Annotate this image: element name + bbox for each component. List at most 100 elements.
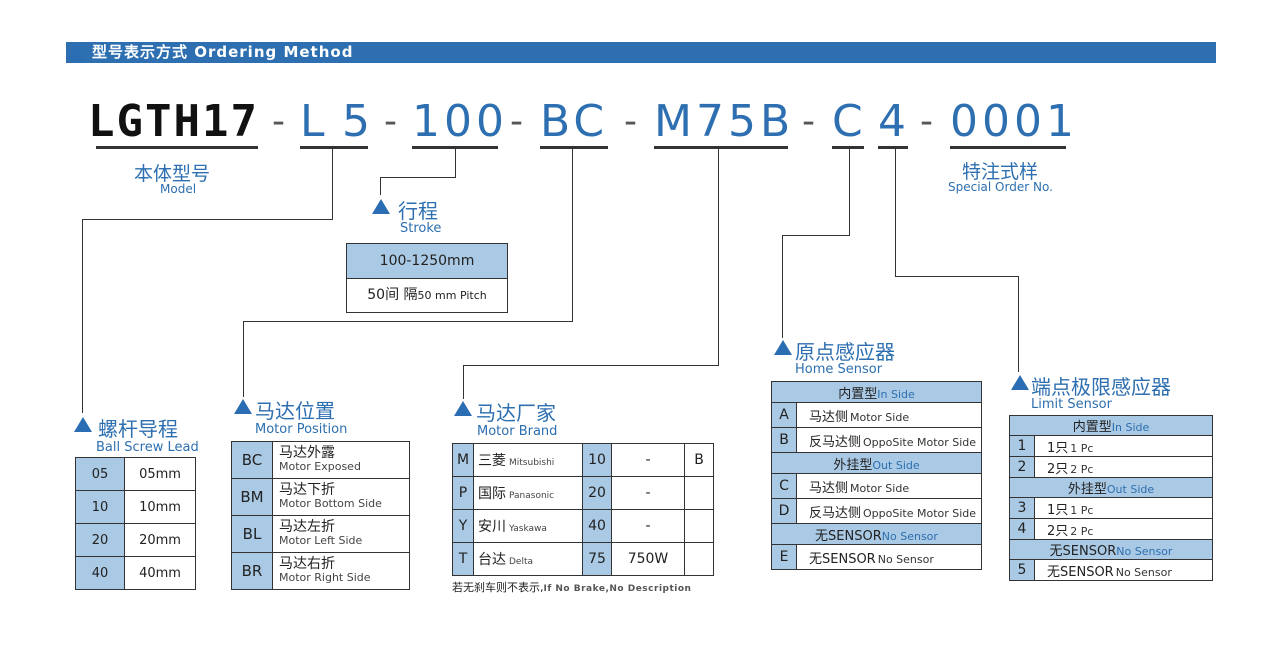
underline-motor bbox=[654, 146, 788, 149]
home-title-en: Home Sensor bbox=[795, 362, 883, 377]
logo-triangle-icon bbox=[66, 44, 86, 61]
brand-note: 若无刹车则不表示,If No Brake,No Description bbox=[452, 579, 691, 595]
home-desc-cn: 马达侧 bbox=[809, 409, 849, 425]
code-model: LGTH17 bbox=[88, 96, 259, 147]
code-dash: - bbox=[272, 101, 285, 142]
connector-line bbox=[895, 276, 1019, 277]
model-caption-en: Model bbox=[160, 182, 197, 196]
underline-home bbox=[832, 146, 864, 149]
limit-group-header: 内置型In Side bbox=[1009, 415, 1213, 436]
brand-note-cn: 若无刹车则不表示, bbox=[452, 581, 544, 594]
code-dash: - bbox=[802, 101, 815, 142]
limit-group-en: In Side bbox=[1111, 421, 1150, 434]
limit-group-cn: 外挂型 bbox=[1067, 482, 1107, 497]
section-triangle-icon bbox=[1011, 375, 1029, 390]
code-dash: - bbox=[384, 101, 397, 142]
code-dash: - bbox=[920, 101, 933, 142]
brand-watt: 750W bbox=[611, 542, 685, 576]
limit-desc-en: 2 Pc bbox=[1070, 524, 1094, 538]
special-caption-cn: 特注式样 bbox=[962, 161, 1039, 183]
limit-group-header: 无SENSORNo Sensor bbox=[1009, 539, 1213, 560]
limit-desc-en: No Sensor bbox=[1115, 565, 1172, 579]
connector-line bbox=[572, 148, 573, 322]
home-desc-cn: 反马达侧 bbox=[809, 434, 862, 450]
connector-line bbox=[782, 235, 783, 338]
position-desc-cn: 马达左折 bbox=[279, 519, 335, 535]
position-title-en: Motor Position bbox=[255, 422, 348, 437]
brand-watt-code: 40 bbox=[582, 509, 612, 543]
underline-model bbox=[96, 146, 258, 149]
lead-value: 40mm bbox=[124, 556, 196, 590]
connector-line bbox=[380, 177, 456, 178]
home-group-cn: 外挂型 bbox=[833, 457, 873, 473]
limit-code: 1 bbox=[1009, 435, 1035, 457]
connector-line bbox=[463, 365, 719, 366]
home-group-header: 外挂型Out Side bbox=[771, 452, 982, 474]
code-screw-num: 5 bbox=[342, 96, 374, 147]
brand-name-cn: 三菱 bbox=[478, 453, 506, 469]
brand-name-cn: 台达 bbox=[478, 552, 506, 568]
home-code: B bbox=[771, 427, 797, 453]
brand-code: P bbox=[452, 476, 474, 510]
home-desc-en: OppoSite Motor Side bbox=[863, 506, 977, 520]
position-code: BL bbox=[231, 515, 273, 553]
connector-line bbox=[380, 177, 381, 195]
home-code: A bbox=[771, 402, 797, 428]
connector-line bbox=[243, 321, 573, 322]
limit-code: 3 bbox=[1009, 497, 1035, 519]
home-group-en: No Sensor bbox=[881, 529, 938, 543]
brand-brake bbox=[684, 476, 714, 510]
brand-code: Y bbox=[452, 509, 474, 543]
lead-value: 10mm bbox=[124, 490, 196, 524]
brand-brake bbox=[684, 509, 714, 543]
brand-code: T bbox=[452, 542, 474, 576]
position-desc-cn: 马达外露 bbox=[279, 445, 335, 461]
connector-line bbox=[782, 235, 850, 236]
limit-desc-cn: 1只 bbox=[1047, 440, 1069, 456]
underline-position bbox=[540, 146, 608, 149]
code-special: 0001 bbox=[950, 96, 1078, 147]
section-triangle-icon bbox=[454, 401, 472, 416]
limit-desc-en: 1 Pc bbox=[1070, 441, 1094, 455]
limit-code: 2 bbox=[1009, 456, 1035, 478]
home-desc-en: No Sensor bbox=[877, 552, 934, 566]
code-stroke: 100 bbox=[412, 96, 508, 147]
connector-line bbox=[82, 219, 333, 220]
page-title: 型号表示方式 Ordering Method bbox=[92, 43, 354, 61]
home-group-en: In Side bbox=[877, 387, 915, 401]
connector-line bbox=[243, 321, 244, 397]
brand-watt: - bbox=[611, 476, 685, 510]
brand-watt: - bbox=[611, 509, 685, 543]
stroke-pitch-cn: 50间 隔 bbox=[367, 287, 418, 303]
brand-name-cn: 国际 bbox=[478, 486, 506, 502]
home-group-header: 无SENSORNo Sensor bbox=[771, 523, 982, 545]
brand-name-en: Panasonic bbox=[509, 491, 555, 501]
brand-watt: - bbox=[611, 443, 685, 477]
position-code: BR bbox=[231, 552, 273, 590]
home-desc-en: Motor Side bbox=[850, 410, 910, 424]
limit-desc-cn: 1只 bbox=[1047, 502, 1069, 518]
home-code: C bbox=[771, 473, 797, 499]
position-desc-cn: 马达下折 bbox=[279, 482, 335, 498]
limit-group-header: 外挂型Out Side bbox=[1009, 477, 1213, 498]
brand-title-cn: 马达厂家 bbox=[476, 401, 556, 425]
underline-screw bbox=[300, 146, 368, 149]
connector-line bbox=[718, 148, 719, 366]
limit-desc-cn: 2只 bbox=[1047, 461, 1069, 477]
lead-code: 05 bbox=[75, 457, 125, 491]
